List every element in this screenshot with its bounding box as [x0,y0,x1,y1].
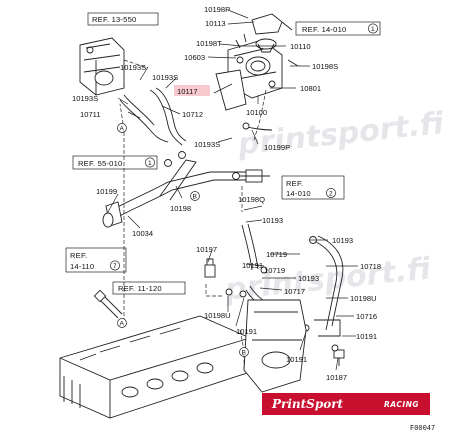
clamp [232,172,240,180]
ref-text: REF. 14-010 [302,25,346,34]
part-label: 10191 [242,261,263,270]
part-label: 10193S [194,140,220,149]
part-label: 10198U [350,294,377,303]
hose-10712 [149,89,183,146]
callout-a-2: A [117,318,127,328]
callout-letter: A [120,126,125,133]
ref-box-11-120: REF. 11-120 [112,281,186,295]
washer [260,266,268,274]
part-label: 10193 [298,274,319,283]
part-label: 10603 [184,53,205,62]
ref-box-13-550: REF. 13-550 [87,12,159,26]
part-label: 10711 [80,110,101,119]
part-label: 10197 [196,245,217,254]
part-label: 10198P [204,5,230,14]
part-label: 10801 [300,84,321,93]
part-label-highlighted: 10117 [177,87,198,96]
timing-cover [243,299,307,393]
ref-box-14-110: REF. 14-110 7 [65,247,127,273]
part-label: 10187 [326,373,347,382]
part-label: 10113 [205,19,226,28]
part-label: 10193S [72,94,98,103]
sensor-10197 [204,258,216,278]
washer [239,290,247,298]
part-label: 10719 [264,266,285,275]
part-label: 10034 [132,229,153,238]
throttle-housing [79,37,125,96]
brand-logo: PrintSport RACING [262,393,430,415]
leader-lines [107,9,358,371]
ref-text: 14-110 [70,262,94,271]
highlight-10117 [174,85,210,96]
part-label: 10719 [266,250,287,259]
ref-text: REF. [70,251,87,260]
bracket-10716 [314,319,341,337]
part-label: 10718 [360,262,381,271]
part-label: 10193 [332,236,353,245]
callout-b-2: B [239,347,249,357]
part-label: 10191 [286,355,307,364]
part-label: 10198 [170,204,191,213]
part-label: 10110 [290,42,311,51]
ref-text: REF. 55-010 [78,159,122,168]
part-labels: 10198P 10113 10198T 10110 10603 10198S 1… [72,5,381,382]
thermostat [255,38,277,53]
washer [225,288,233,296]
ref-text: 14-010 [286,189,311,198]
part-label: 10198U [204,311,231,320]
gasket-10117 [215,69,247,111]
figure-id: F00047 [410,425,435,433]
part-label: 10198T [196,39,222,48]
ref-text: REF. [286,179,303,188]
part-label: 10712 [182,110,203,119]
cylinder-head [59,315,251,419]
hose-10718 [311,239,338,331]
ref-text: REF. 13-550 [92,15,136,24]
ref-num: 1 [371,26,375,33]
water-outlet [251,13,293,35]
brand-tag: RACING [384,400,419,409]
hose-10719 [241,224,253,271]
part-label: 10100 [246,108,267,117]
part-label: 10198Q [238,195,265,204]
ref-num: 2 [329,191,333,198]
part-label: 10199 [96,187,117,196]
part-label: 10717 [284,287,305,296]
part-label: 10716 [356,312,377,321]
part-label: 10193S [152,73,178,82]
bolt-10187 [333,349,345,366]
clamp [178,151,186,159]
ref-num: 7 [113,263,117,270]
ref-text: REF. 11-120 [118,284,162,293]
part-label: 10193 [262,216,283,225]
washer [331,344,339,352]
callout-b-1: B [190,191,200,201]
o-ring-10199 [102,212,114,228]
callout-letter: B [242,350,247,357]
part-label: 10199P [264,143,290,152]
hose-10711 [119,99,169,143]
ref-box-55-010: REF. 55-010 1 [72,155,158,170]
brand-name: PrintSport [271,397,344,411]
stud-bolt [93,289,123,319]
ref-box-14-010-1: REF. 14-010 1 [295,21,381,36]
clamp [164,159,172,167]
callout-letter: A [120,321,125,328]
part-label: 10191 [356,332,377,341]
ref-num: 1 [148,160,152,167]
part-label: 10198S [312,62,338,71]
part-label: 10193S [120,63,146,72]
bolts-top [235,33,299,67]
part-label: 10191 [236,327,257,336]
callout-letter: B [193,194,198,201]
water-pipe-10034 [105,159,270,227]
callout-a-1: A [117,123,127,133]
ref-box-14-010-2: REF. 14-010 2 [281,175,345,200]
